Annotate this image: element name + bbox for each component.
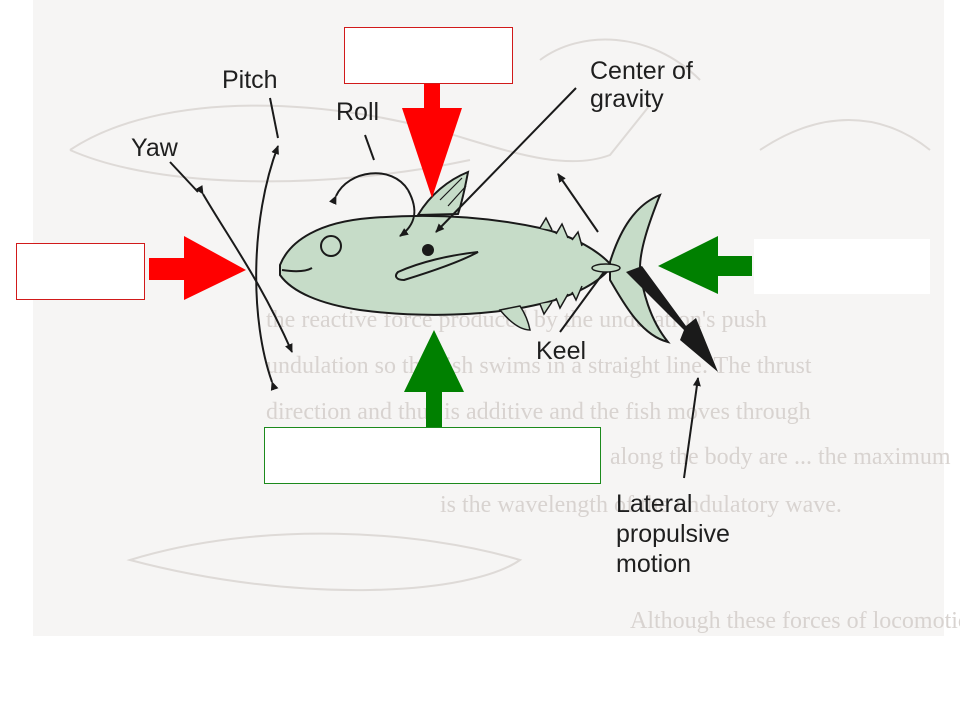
background-text-line-4: along the body are ... the maximum	[610, 444, 951, 470]
pitch-label: Pitch	[222, 66, 278, 94]
motion-annotation-lines	[169, 87, 701, 479]
keel-leader-line	[559, 271, 605, 333]
left-force-answer-box[interactable]	[16, 243, 145, 300]
up-arrow-icon	[404, 330, 464, 428]
tail-motion-small-arrow	[557, 173, 599, 233]
right-force-answer-box[interactable]	[754, 239, 930, 294]
pectoral-fin	[395, 251, 479, 282]
center-of-gravity-dot	[422, 244, 434, 256]
center-of-gravity-line-1: Center of	[590, 57, 693, 85]
right-arrow-icon	[149, 236, 246, 300]
top-force-answer-box[interactable]	[344, 27, 513, 84]
keel-shape	[591, 263, 621, 273]
background-text-line-6: Although these forces of locomotion	[630, 608, 960, 634]
dorsal-finlets	[539, 216, 583, 247]
lateral-propulsive-line-2: propulsive	[616, 520, 730, 548]
background-text-group: the reactive force produced by the undul…	[266, 307, 960, 634]
center-of-gravity-label: Center of gravity	[590, 57, 693, 113]
roll-label: Roll	[336, 98, 380, 126]
ventral-finlets	[539, 285, 583, 316]
lateral-propulsive-leader-line	[683, 377, 701, 479]
keel-label: Keel	[536, 337, 587, 365]
center-of-gravity-pointer	[435, 87, 577, 233]
roll-arc-arrow-upper	[329, 172, 409, 205]
lateral-propulsive-line-3: motion	[616, 550, 692, 578]
fish-eye	[320, 235, 342, 257]
roll-leader-line	[364, 134, 375, 161]
lateral-propulsive-motion-label: Lateral propulsive motion	[616, 489, 730, 579]
anal-fin	[498, 305, 531, 331]
force-arrows	[149, 78, 752, 428]
lateral-propulsive-arrow-icon	[626, 266, 718, 372]
left-arrow-icon	[658, 236, 752, 294]
down-arrow-icon	[402, 78, 462, 198]
background-text-line-2: undulation so the fish swims in a straig…	[266, 353, 812, 379]
scanned-page-background	[33, 0, 944, 636]
yaw-arc-arrow	[195, 185, 293, 353]
roll-arc-arrow-lower	[399, 189, 416, 237]
yaw-leader-line	[169, 161, 199, 193]
background-text-line-3: direction and thus is additive and the f…	[266, 399, 811, 425]
yaw-label: Yaw	[131, 134, 178, 162]
pitch-leader-line	[269, 97, 279, 139]
background-text-line-5: is the wavelength of the undulatory wave…	[440, 492, 842, 518]
bottom-force-answer-box[interactable]	[264, 427, 601, 484]
center-of-gravity-line-2: gravity	[590, 85, 664, 113]
lateral-propulsive-line-1: Lateral	[616, 490, 693, 518]
